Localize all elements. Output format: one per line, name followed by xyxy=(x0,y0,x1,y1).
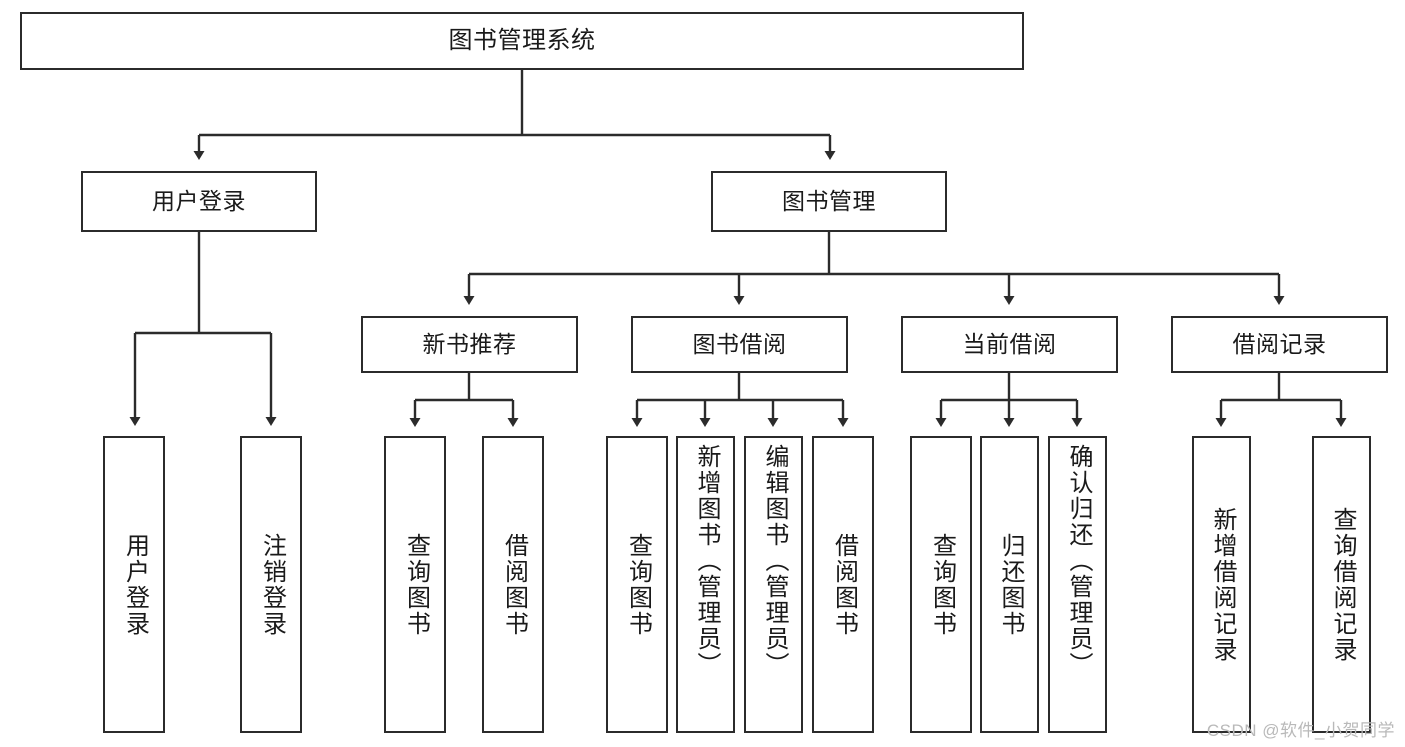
node-label: 归还图书 xyxy=(996,532,1024,637)
leaf-add-book-admin[interactable]: 新增图书（管理员） xyxy=(676,436,735,733)
leaf-add-borrow-record[interactable]: 新增借阅记录 xyxy=(1192,436,1251,733)
node-label: 新增图书（管理员） xyxy=(692,444,720,678)
leaf-borrow-books-recommendation[interactable]: 借阅图书 xyxy=(482,436,544,733)
leaf-query-books-current[interactable]: 查询图书 xyxy=(910,436,972,733)
node-label: 新书推荐 xyxy=(422,331,517,358)
leaf-query-books-borrowing[interactable]: 查询图书 xyxy=(606,436,668,733)
node-label: 查询图书 xyxy=(928,532,956,637)
node-new-book-recommendation[interactable]: 新书推荐 xyxy=(361,316,578,373)
leaf-confirm-return-admin[interactable]: 确认归还（管理员） xyxy=(1048,436,1107,733)
node-label: 图书借阅 xyxy=(692,331,787,358)
watermark: CSDN @软件_小贺同学 xyxy=(1206,721,1395,740)
leaf-return-books[interactable]: 归还图书 xyxy=(980,436,1039,733)
leaf-borrow-books-borrowing[interactable]: 借阅图书 xyxy=(812,436,874,733)
node-label: 查询图书 xyxy=(402,532,430,637)
node-label: 图书管理系统 xyxy=(448,27,596,55)
node-user-login[interactable]: 用户登录 xyxy=(81,171,317,232)
node-current-borrowing[interactable]: 当前借阅 xyxy=(901,316,1118,373)
node-label: 查询借阅记录 xyxy=(1328,506,1356,663)
node-label: 借阅图书 xyxy=(830,532,858,637)
node-label: 确认归还（管理员） xyxy=(1064,444,1092,678)
node-label: 注销登录 xyxy=(258,532,286,637)
node-label: 新增借阅记录 xyxy=(1208,506,1236,663)
node-label: 图书管理 xyxy=(782,188,876,215)
leaf-user-login[interactable]: 用户登录 xyxy=(103,436,165,733)
node-book-borrowing[interactable]: 图书借阅 xyxy=(631,316,848,373)
node-label: 用户登录 xyxy=(121,532,149,637)
node-book-management[interactable]: 图书管理 xyxy=(711,171,947,232)
node-root-book-management-system[interactable]: 图书管理系统 xyxy=(20,12,1024,70)
node-label: 借阅图书 xyxy=(500,532,528,637)
node-label: 借阅记录 xyxy=(1232,331,1327,358)
node-label: 用户登录 xyxy=(152,188,246,215)
node-label: 查询图书 xyxy=(624,532,652,637)
node-borrow-records[interactable]: 借阅记录 xyxy=(1171,316,1388,373)
node-label: 编辑图书（管理员） xyxy=(760,444,788,678)
leaf-query-borrow-record[interactable]: 查询借阅记录 xyxy=(1312,436,1371,733)
leaf-logout[interactable]: 注销登录 xyxy=(240,436,302,733)
node-label: 当前借阅 xyxy=(962,331,1057,358)
leaf-edit-book-admin[interactable]: 编辑图书（管理员） xyxy=(744,436,803,733)
leaf-query-books-recommendation[interactable]: 查询图书 xyxy=(384,436,446,733)
